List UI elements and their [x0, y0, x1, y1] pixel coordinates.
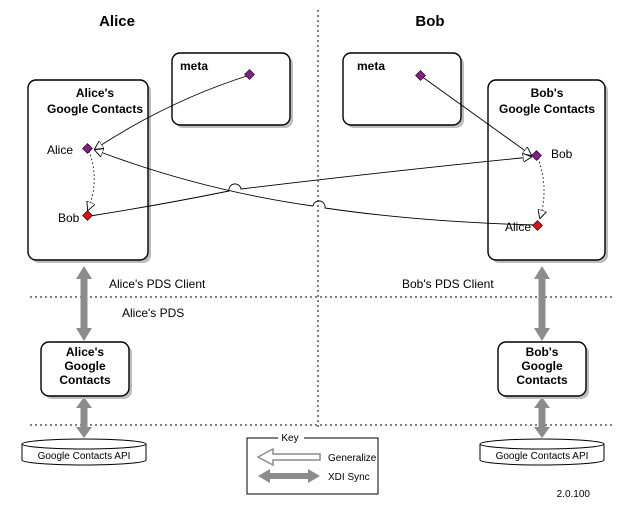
alice-header: Alice: [99, 13, 135, 30]
alice-meta-link: [95, 74, 251, 149]
version-label: 2.0.100: [557, 489, 591, 500]
key-generalize-arrow: [256, 447, 321, 467]
key-title: Key: [281, 433, 298, 444]
bob-client-sync-arrow: [534, 266, 550, 341]
bob-header: Bob: [415, 13, 444, 30]
bob-api-label: Google Contacts API: [496, 451, 589, 462]
bob-meta-box: meta: [342, 52, 464, 128]
alice-contacts-entry-alice: Alice: [47, 143, 73, 157]
alice-client-sync-arrow: [76, 266, 92, 341]
alice-contacts-title-2: Google Contacts: [47, 102, 143, 116]
bob-pds-client-label: Bob's PDS Client: [402, 277, 494, 291]
alice-api-label: Google Contacts API: [38, 451, 131, 462]
bob-meta-node: [415, 70, 426, 81]
bob-pds-box-line1: Bob's: [526, 345, 559, 359]
alice-pds-contacts-box: Alice's Google Contacts: [40, 341, 132, 399]
alice-generalize-link: [88, 150, 94, 210]
bob-contact-alice-node: [532, 220, 543, 231]
bob-contact-bob-node: [531, 150, 542, 161]
bob-to-bob-link: [89, 157, 531, 217]
alice-contacts-title-1: Alice's: [76, 86, 115, 100]
key-legend: Key Generalize XDI Sync: [246, 433, 379, 495]
bob-api-cylinder: Google Contacts API: [479, 438, 605, 466]
bob-meta-link: [420, 75, 531, 155]
bob-api-sync-arrow: [534, 397, 550, 438]
key-xdi-sync-label: XDI Sync: [328, 472, 370, 483]
bob-contacts-title-1: Bob's: [531, 86, 564, 100]
alice-to-alice-link: [95, 150, 537, 226]
alice-pds-box-line3: Contacts: [59, 373, 111, 387]
bob-pds-box-line3: Contacts: [516, 373, 568, 387]
alice-contacts-entry-bob: Bob: [58, 211, 80, 225]
alice-pds-box-line1: Alice's: [66, 345, 105, 359]
bob-contacts-title-2: Google Contacts: [499, 102, 595, 116]
alice-pds-label: Alice's PDS: [122, 306, 184, 320]
bob-generalize-link: [538, 157, 544, 218]
key-xdi-sync-arrow: [258, 469, 320, 483]
alice-meta-box: meta: [171, 52, 293, 128]
alice-contact-bob-node: [82, 210, 93, 221]
bob-pds-contacts-box: Bob's Google Contacts: [497, 341, 589, 399]
alice-contacts-box: Alice's Google Contacts Alice Bob: [27, 79, 151, 263]
bob-contacts-box: Bob's Google Contacts Bob Alice: [487, 79, 608, 263]
alice-pds-client-label: Alice's PDS Client: [109, 277, 206, 291]
alice-meta-label: meta: [180, 59, 208, 73]
alice-api-sync-arrow: [76, 397, 92, 438]
alice-api-cylinder: Google Contacts API: [21, 438, 147, 466]
bob-meta-label: meta: [357, 59, 385, 73]
bob-pds-box-line2: Google: [521, 359, 563, 373]
bob-contacts-entry-alice: Alice: [505, 220, 531, 234]
bob-contacts-entry-bob: Bob: [551, 147, 573, 161]
alice-meta-node: [244, 69, 255, 80]
key-generalize-label: Generalize: [328, 453, 377, 464]
alice-pds-box-line2: Google: [64, 359, 106, 373]
alice-contact-alice-node: [82, 143, 93, 154]
